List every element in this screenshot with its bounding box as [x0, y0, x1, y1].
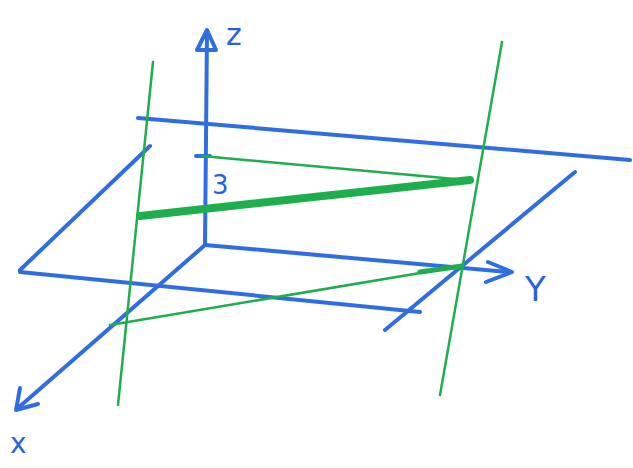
green-line: [110, 266, 462, 325]
axis-label: Y: [525, 272, 546, 306]
axis-label: x: [10, 430, 27, 458]
axis-arrowhead: [197, 30, 216, 50]
plane-edge: [385, 172, 575, 330]
z-axis: [205, 32, 207, 245]
value-label: 3: [212, 172, 229, 198]
green-line: [420, 266, 462, 272]
axis-label: z: [226, 20, 242, 50]
plane-edge: [20, 146, 150, 270]
y-axis: [205, 245, 508, 272]
vertical-line: [440, 42, 502, 395]
x-axis: [18, 245, 205, 408]
vertical-line: [118, 62, 153, 405]
thick-green-line: [140, 180, 470, 216]
axis-arrowhead: [16, 388, 38, 410]
plane-edge: [138, 118, 630, 160]
green-line: [202, 156, 466, 180]
axis-arrowhead: [486, 262, 512, 282]
